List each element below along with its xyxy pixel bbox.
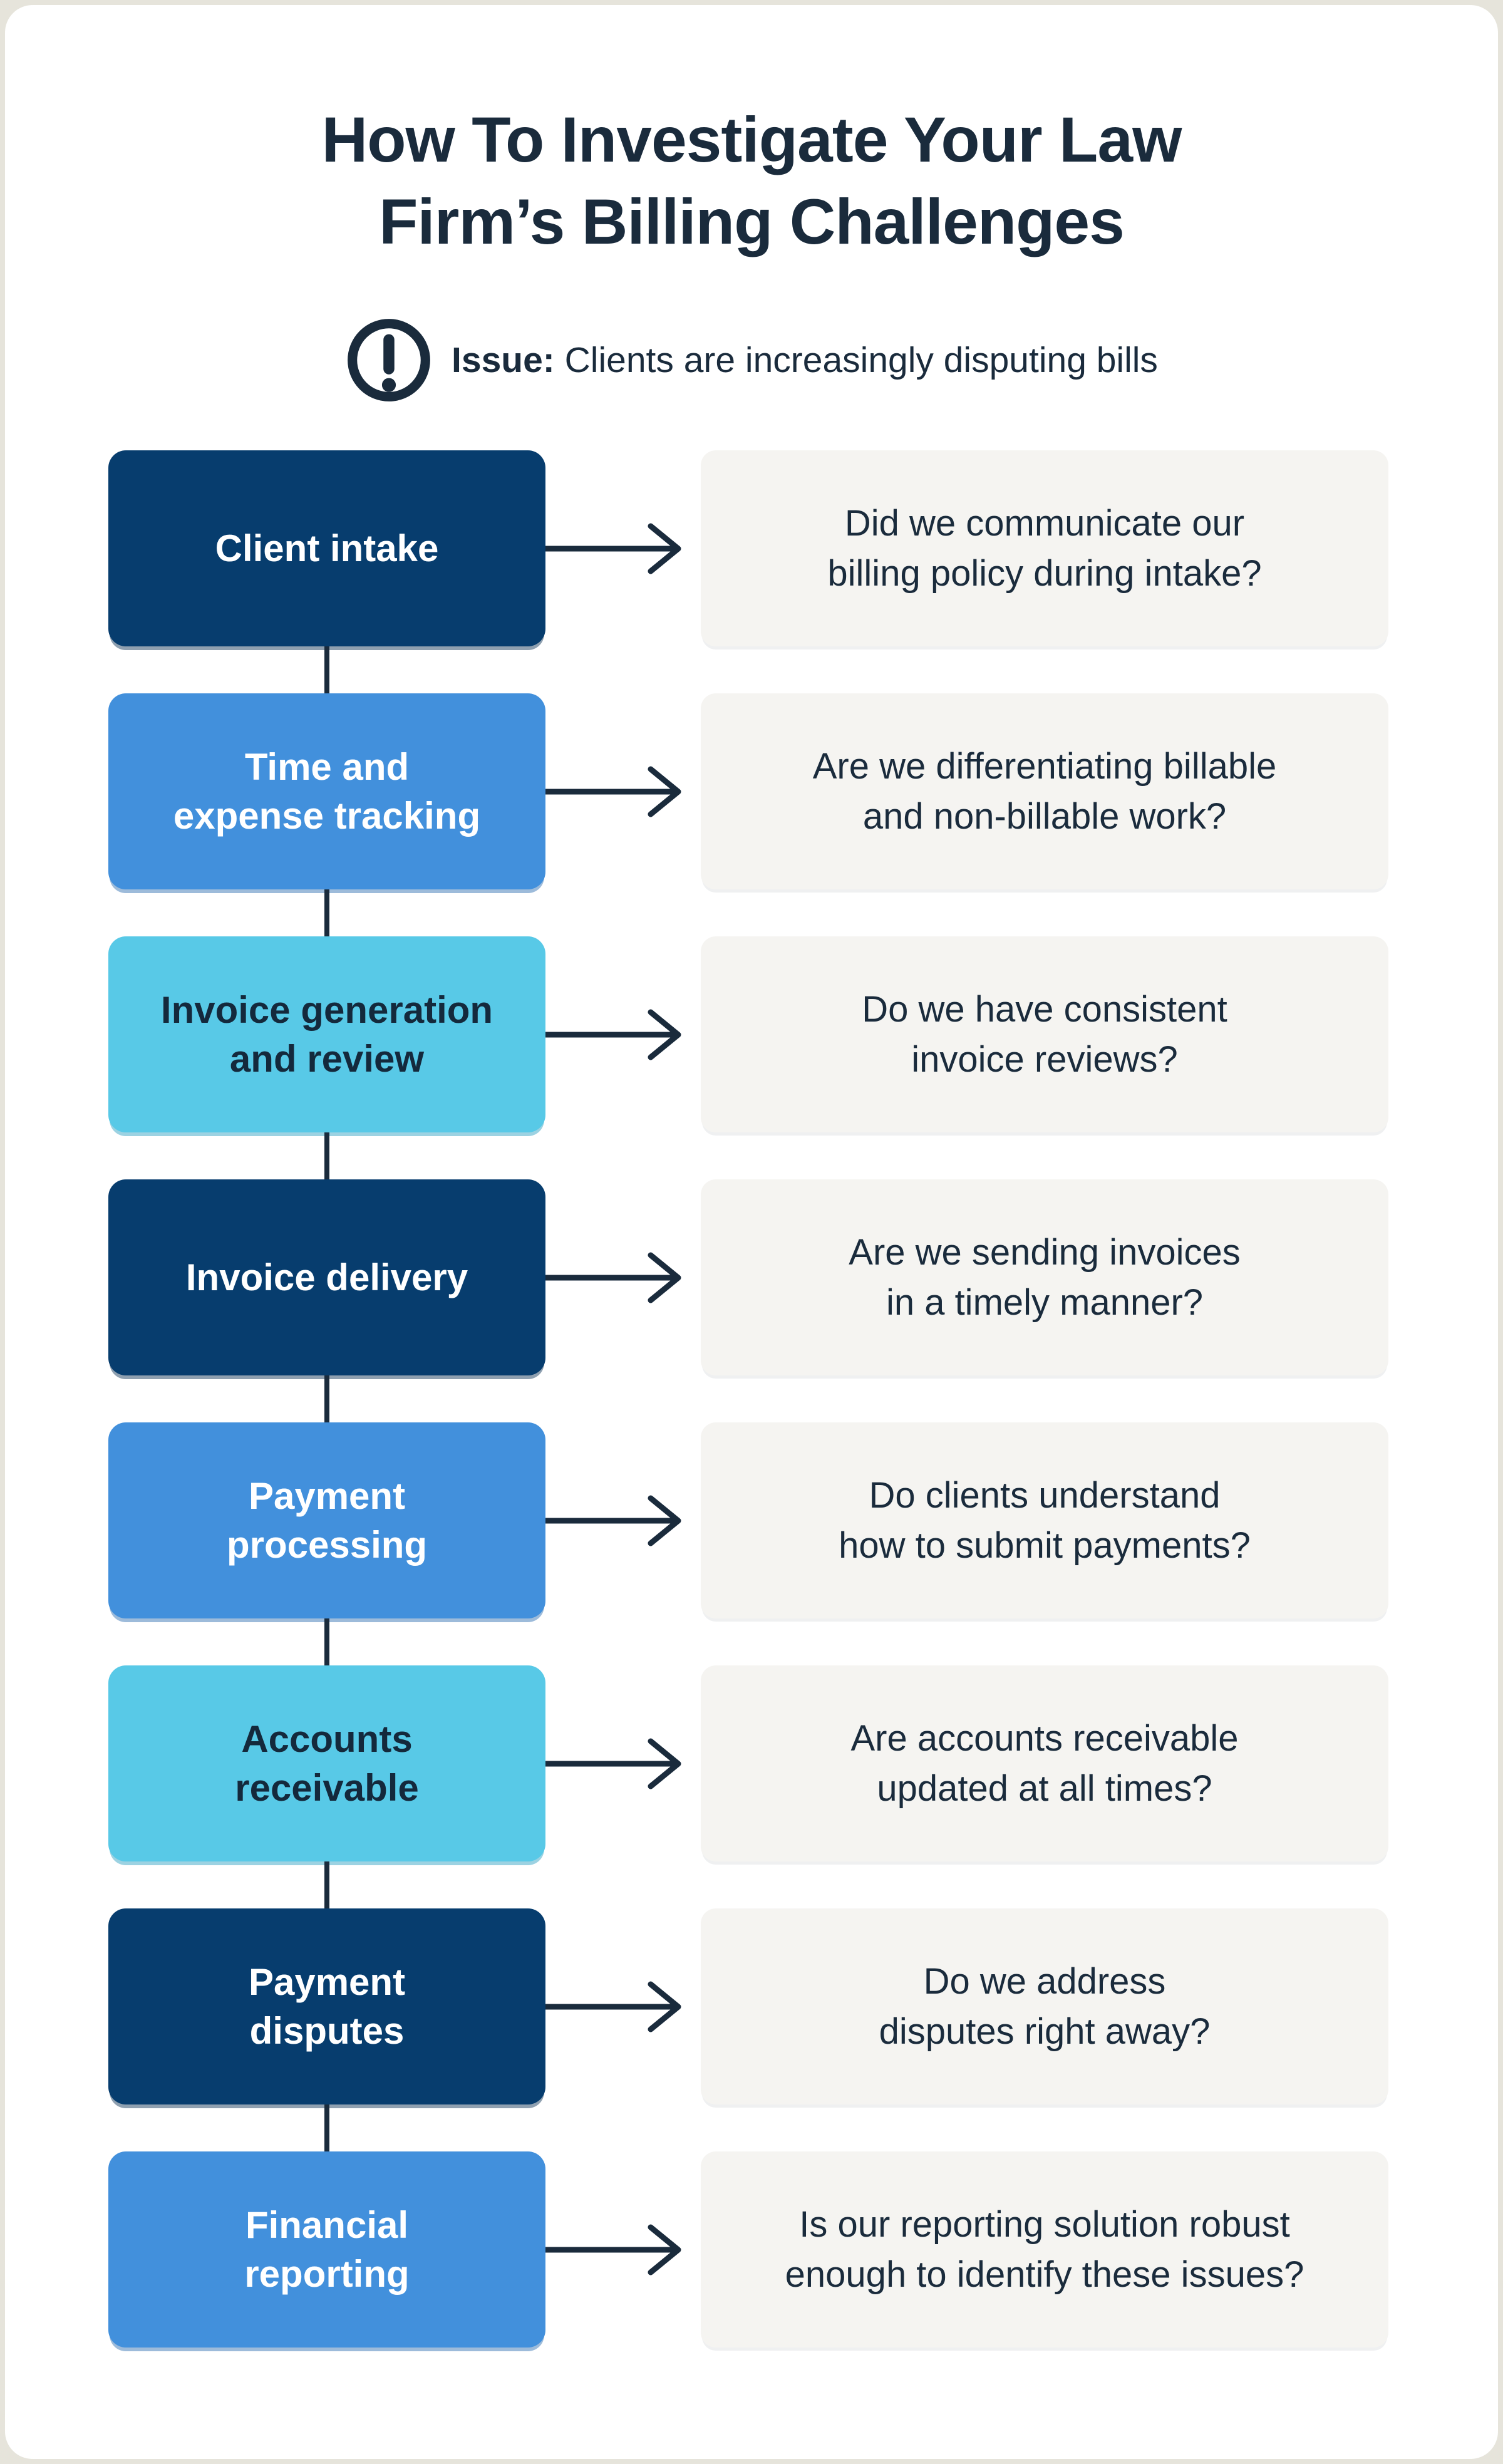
question-box: Do we address disputes right away?	[701, 1908, 1388, 2105]
flowchart: Client intake Did we communicate our bil…	[5, 450, 1498, 2348]
arrow-icon	[545, 450, 701, 646]
question-box: Do we have consistent invoice reviews?	[701, 936, 1388, 1133]
step-box-financial-reporting: Financial reporting	[108, 2151, 545, 2348]
flow-row-2: Time and expense tracking Are we differe…	[108, 693, 1388, 938]
step-box-accounts-receivable: Accounts receivable	[108, 1665, 545, 1910]
arrow-icon	[545, 1665, 701, 1861]
step-box-time-expense-tracking: Time and expense tracking	[108, 693, 545, 938]
step-box-invoice-generation-review: Invoice generation and review	[108, 936, 545, 1181]
step-box-payment-disputes: Payment disputes	[108, 1908, 545, 2153]
flow-row-7: Payment disputes Do we address disputes …	[108, 1908, 1388, 2153]
issue-text: Clients are increasingly disputing bills	[554, 339, 1158, 380]
flow-row-8: Financial reporting Is our reporting sol…	[108, 2151, 1388, 2348]
issue-row: Issue: Clients are increasingly disputin…	[5, 316, 1498, 404]
issue-statement: Issue: Clients are increasingly disputin…	[452, 339, 1158, 381]
arrow-icon	[545, 1422, 701, 1618]
flow-row-1: Client intake Did we communicate our bil…	[108, 450, 1388, 695]
step-box-invoice-delivery: Invoice delivery	[108, 1179, 545, 1424]
flow-row-5: Payment processing Do clients understand…	[108, 1422, 1388, 1667]
question-box: Did we communicate our billing policy du…	[701, 450, 1388, 647]
arrow-icon	[545, 693, 701, 889]
question-box: Are accounts receivable updated at all t…	[701, 1665, 1388, 1862]
question-box: Is our reporting solution robust enough …	[701, 2151, 1388, 2348]
arrow-icon	[545, 2151, 701, 2348]
question-box: Are we sending invoices in a timely mann…	[701, 1179, 1388, 1376]
flow-row-4: Invoice delivery Are we sending invoices…	[108, 1179, 1388, 1424]
arrow-icon	[545, 1179, 701, 1375]
flow-row-6: Accounts receivable Are accounts receiva…	[108, 1665, 1388, 1910]
arrow-icon	[545, 936, 701, 1132]
alert-circle-icon	[345, 316, 433, 404]
flow-row-3: Invoice generation and review Do we have…	[108, 936, 1388, 1181]
question-box: Do clients understand how to submit paym…	[701, 1422, 1388, 1619]
arrow-icon	[545, 1908, 701, 2104]
question-box: Are we differentiating billable and non-…	[701, 693, 1388, 890]
step-box-client-intake: Client intake	[108, 450, 545, 695]
infographic-card: How To Investigate Your Law Firm’s Billi…	[5, 5, 1498, 2459]
issue-label: Issue:	[452, 339, 555, 380]
page-title: How To Investigate Your Law Firm’s Billi…	[321, 104, 1182, 257]
step-box-payment-processing: Payment processing	[108, 1422, 545, 1667]
